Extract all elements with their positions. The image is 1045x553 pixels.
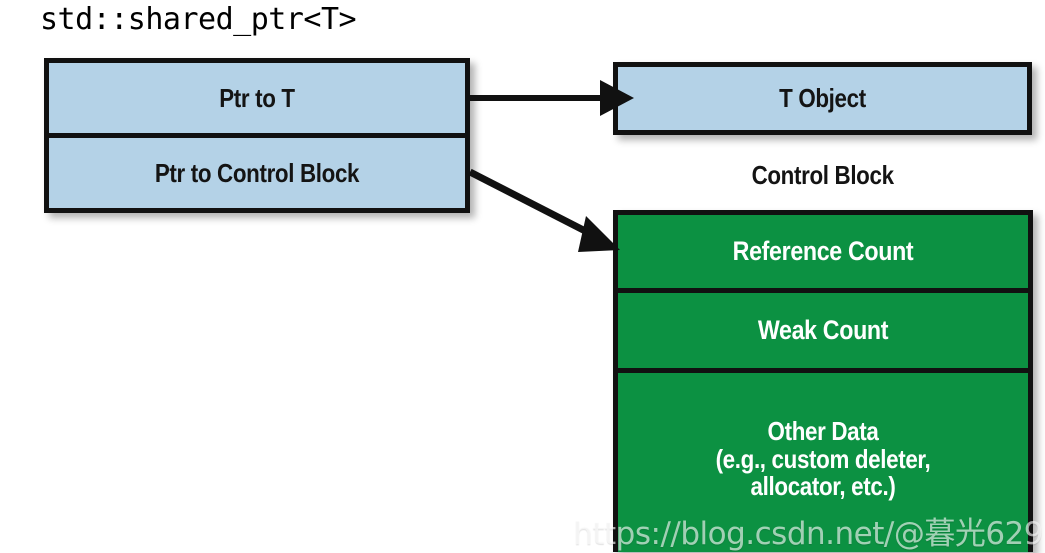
watermark: https://blog.csdn.net/@暮光629 <box>573 516 1043 552</box>
control-block-caption-text: Control Block <box>751 160 894 190</box>
arrow-ptr-to-control-block <box>468 168 620 252</box>
arrow-ptr-to-t <box>470 80 634 116</box>
control-block-caption: Control Block <box>613 160 1032 191</box>
shared-ptr-box: Ptr to T Ptr to Control Block <box>44 58 470 213</box>
control-block-cell-reference-count: Reference Count <box>732 236 914 266</box>
box-divider <box>618 368 1028 373</box>
t-object-box: T Object <box>613 62 1032 135</box>
control-block-box: Reference Count Weak Count Other Data (e… <box>613 210 1033 552</box>
shared-ptr-cell-ptr-to-control-block: Ptr to Control Block <box>154 157 360 188</box>
other-data-line-2: (e.g., custom deleter, <box>715 443 931 474</box>
box-divider <box>618 288 1028 293</box>
shared-ptr-cell-ptr-to-t: Ptr to T <box>219 82 295 113</box>
control-block-cell-weak-count: Weak Count <box>757 315 889 345</box>
other-data-line-1: Other Data <box>767 416 879 447</box>
control-block-cell-other-data: Other Data (e.g., custom deleter, alloca… <box>647 373 1000 552</box>
page-title: std::shared_ptr<T> <box>40 2 357 37</box>
box-divider <box>49 133 465 138</box>
t-object-label: T Object <box>779 83 866 113</box>
other-data-line-3: allocator, etc.) <box>750 471 896 502</box>
